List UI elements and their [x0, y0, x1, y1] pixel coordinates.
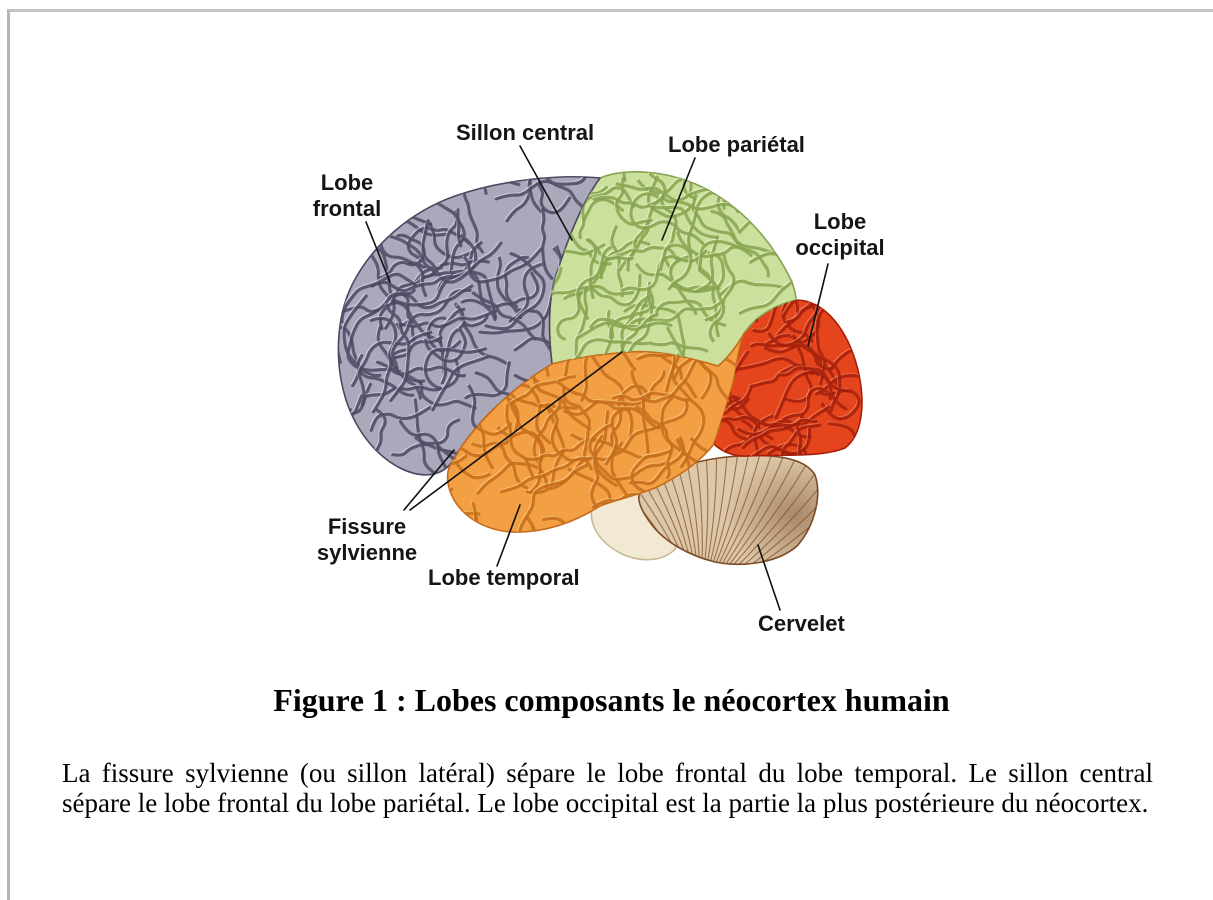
body-paragraph: La fissure sylvienne (ou sillon latéral)… [62, 758, 1153, 818]
label-parietal-lobe: Lobe pariétal [668, 132, 805, 158]
brain-illustration [0, 0, 1213, 660]
figure-caption: Figure 1 : Lobes composants le néocortex… [10, 682, 1213, 718]
gyrus-highlight [722, 152, 750, 206]
gyrus-fold [724, 154, 752, 208]
gyrus-highlight [330, 316, 339, 361]
label-central-sulcus: Sillon central [456, 120, 594, 146]
label-cerebellum: Cervelet [758, 611, 845, 637]
label-temporal-lobe: Lobe temporal [428, 565, 580, 591]
label-sylvian-fissure: Fissure sylvienne [312, 514, 422, 565]
label-frontal-lobe: Lobe frontal [292, 170, 402, 221]
label-occipital-lobe: Lobe occipital [785, 209, 895, 260]
gyrus-fold [301, 410, 350, 441]
gyrus-highlight [299, 408, 348, 439]
